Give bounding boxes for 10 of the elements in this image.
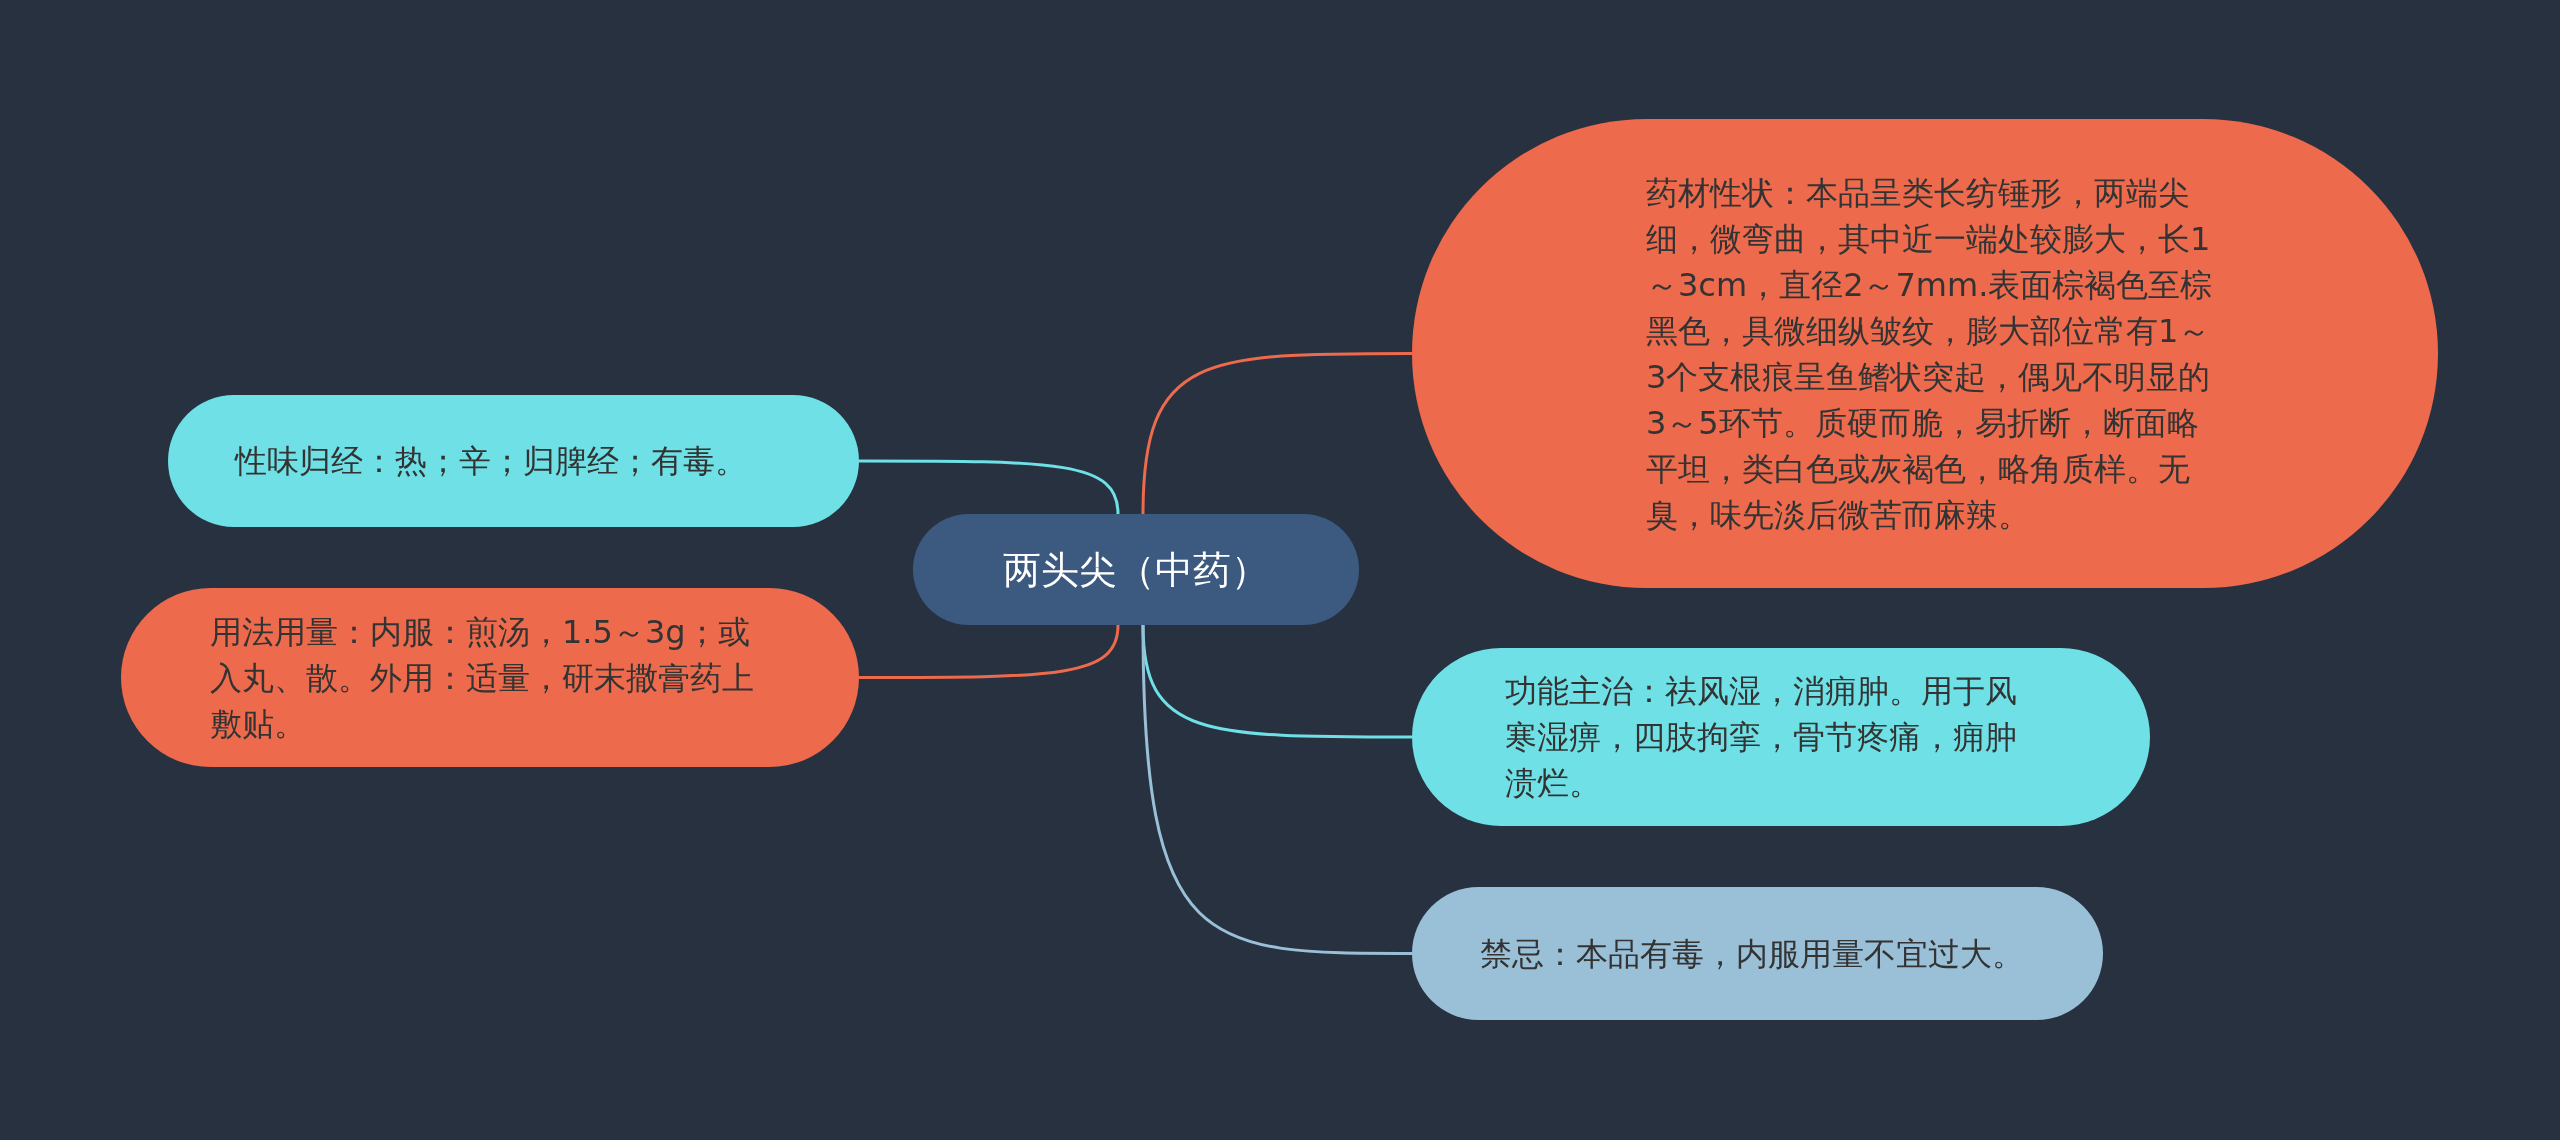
central-topic-text: 两头尖（中药） <box>1003 546 1269 593</box>
connector-line <box>859 459 1120 515</box>
topic-text: 性味归经：热；辛；归脾经；有毒。 <box>235 441 748 482</box>
topic-text: 功能主治：祛风湿，消痈肿。用于风寒湿痹，四肢拘挛，骨节疼痛，痈肿溃烂。 <box>1505 671 2018 804</box>
connector-line <box>1141 352 1412 515</box>
topic-text: 药材性状：本品呈类长纺锤形，两端尖细，微弯曲，其中近一端处较膨大，长1～3cm，直径2～7mm.表面棕褐色至棕黑色，具微细纵皱纹，膨大部位常有1～3个支根痕呈鱼鳍状突起，偶见不明显的3～5环节。质硬而脆，易折断，断面略平坦，类白色或灰褐色，略角质样。无臭，味先淡后微苦而麻辣。 <box>1646 172 2214 536</box>
topic-text: 禁忌：本品有毒，内服用量不宜过大。 <box>1480 933 2025 975</box>
connector-line <box>1141 624 1412 955</box>
topic-text: 用法用量：内服：煎汤，1.5～3g；或入丸、散。外用：适量，研末撒膏药上敷贴。 <box>210 611 755 745</box>
connector-line <box>859 624 1120 679</box>
